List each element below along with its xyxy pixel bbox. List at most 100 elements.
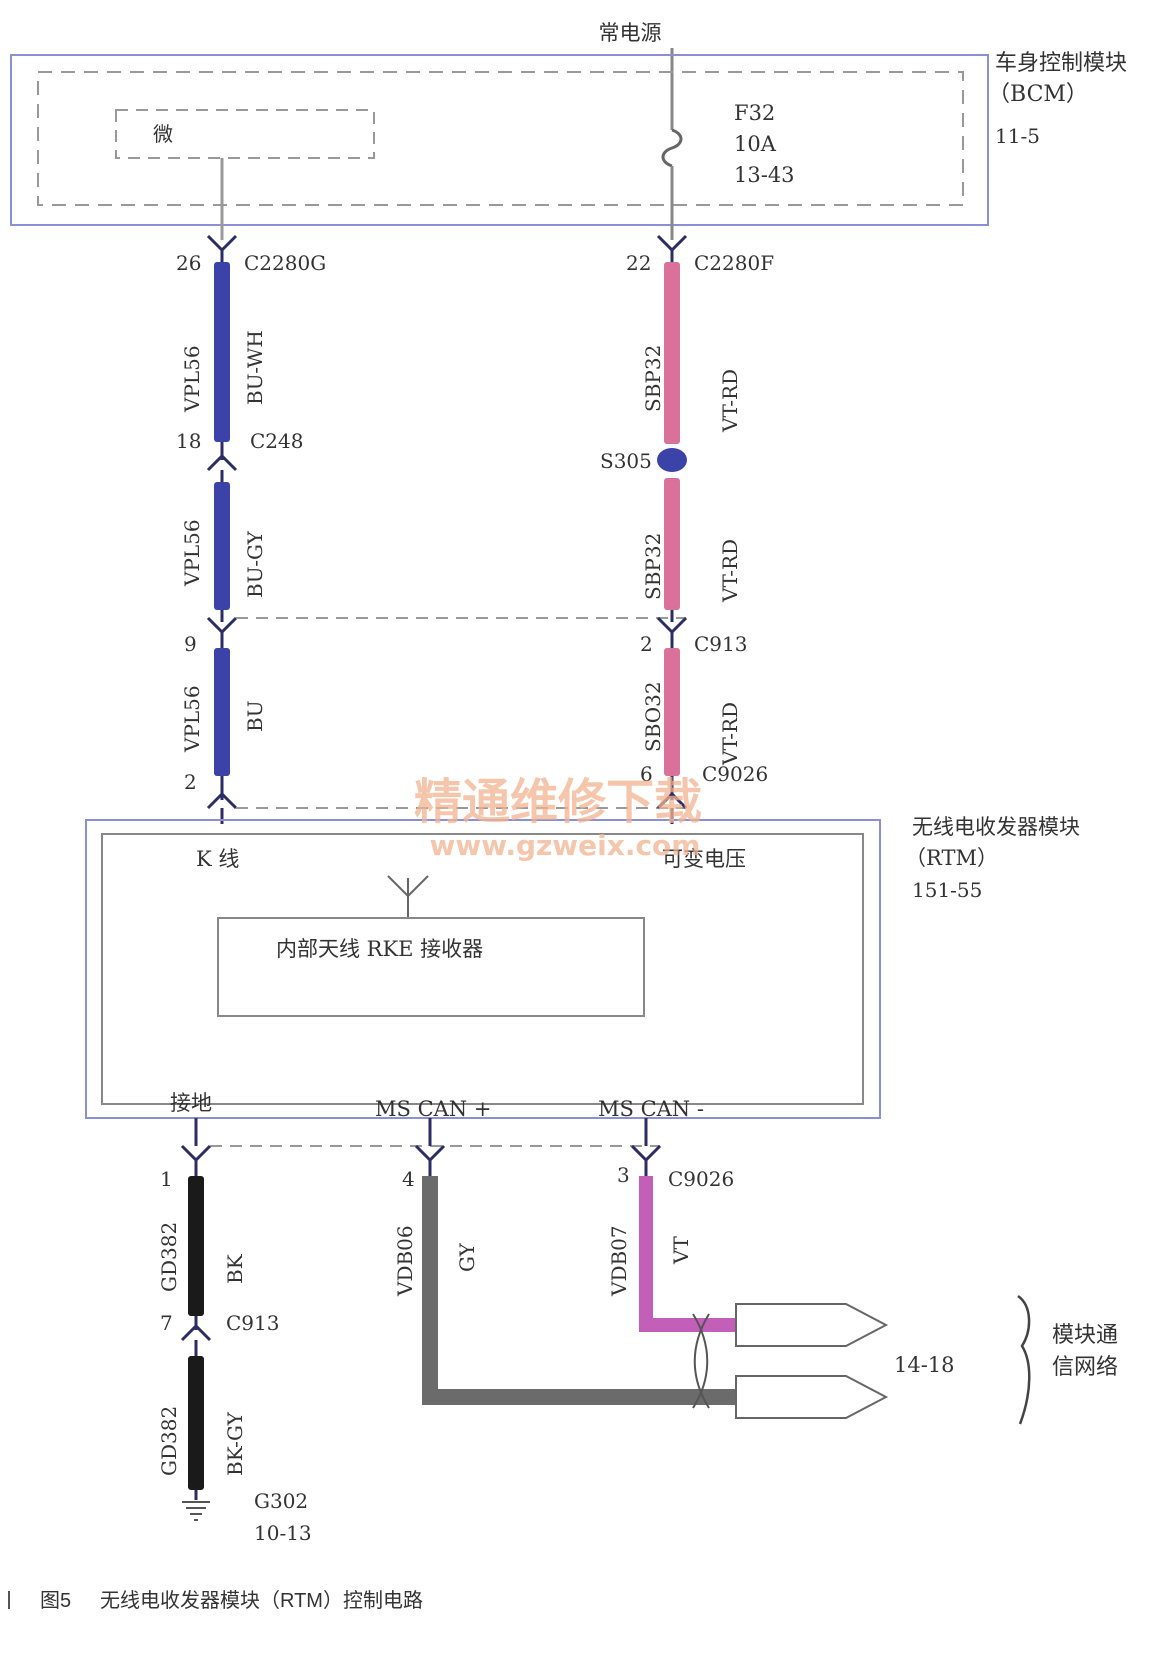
- variable-voltage-label: 可变电压: [662, 847, 746, 871]
- connector-can-minus-icon: [630, 1144, 662, 1163]
- right-color-3: VT-RD: [718, 702, 742, 766]
- left-circuit-3: VPL56: [180, 685, 204, 753]
- right-pin-6: 6: [640, 762, 653, 786]
- wire-vdb06-gy: [422, 1176, 736, 1405]
- left-color-3: BU: [243, 700, 267, 732]
- ground-color-2: BK-GY: [223, 1411, 247, 1476]
- network-ref: 14-18: [894, 1353, 955, 1377]
- ground-id: G302: [254, 1489, 308, 1513]
- rke-receiver-label: 内部天线 RKE 接收器: [276, 937, 483, 961]
- splice-s305-label: S305: [600, 449, 652, 473]
- wire-sbp32-vt-rd-2: [664, 478, 680, 610]
- rtm-abbr: （RTM）: [905, 846, 998, 870]
- wire-gd382-bk: [188, 1176, 204, 1316]
- ms-can-minus-label: MS CAN -: [598, 1097, 704, 1121]
- ground-ref: 10-13: [254, 1521, 312, 1545]
- bcm-microcontroller-box: [115, 109, 375, 159]
- connector-c9026-label: C9026: [702, 762, 768, 786]
- bcm-micro-label: 微: [153, 122, 173, 146]
- left-pin-26: 26: [176, 251, 201, 275]
- twisted-pair-icon: [692, 1313, 710, 1409]
- can-plus-color: GY: [455, 1242, 479, 1272]
- ground-label: 接地: [170, 1091, 212, 1115]
- wire-vpl56-bu-gy: [214, 482, 230, 610]
- ground-circuit-2: GD382: [157, 1406, 181, 1476]
- rtm-module-box: [85, 819, 881, 1119]
- can-minus-wire: [630, 1118, 736, 1332]
- connector-c2280g-label: C2280G: [244, 251, 326, 275]
- can-plus-wire: [414, 1118, 736, 1405]
- left-pin-18: 18: [176, 429, 201, 453]
- can-minus-color: VT: [669, 1236, 693, 1265]
- right-circuit-3: SBO32: [641, 681, 665, 752]
- connector-c913-bottom-icon: [180, 1323, 212, 1342]
- fuse-id: F32: [734, 101, 775, 125]
- rke-receiver-box: [217, 917, 645, 1017]
- left-circuit-2: VPL56: [180, 519, 204, 587]
- splice-s305-icon: [657, 448, 687, 472]
- watermark-cn: 精通维修下载: [414, 774, 702, 830]
- right-pin-22: 22: [626, 251, 651, 275]
- rtm-name: 无线电收发器模块: [912, 815, 1080, 839]
- wire-vpl56-bu: [214, 648, 230, 776]
- antenna-icon: [387, 875, 429, 918]
- connector-c913-bottom-label: C913: [226, 1311, 279, 1335]
- rtm-ref: 151-55: [912, 878, 982, 902]
- connector-ground-icon: [180, 1144, 212, 1163]
- connector-can-plus-icon: [414, 1144, 446, 1163]
- fuse-icon: [661, 128, 683, 168]
- wire-sbo32-vt-rd: [664, 648, 680, 776]
- power-source-label: 常电源: [599, 21, 662, 45]
- network-connector-2-icon: [735, 1375, 889, 1419]
- left-color-2: BU-GY: [243, 530, 267, 598]
- network-label-1: 模块通: [1052, 1323, 1118, 1348]
- fuse-ref: 13-43: [734, 163, 795, 187]
- watermark-url: www.gzweix.com: [430, 829, 701, 862]
- ground-pin-1: 1: [160, 1167, 173, 1191]
- can-minus-pin: 3: [617, 1163, 630, 1187]
- brace-icon: [1017, 1294, 1031, 1425]
- connector-c248-label: C248: [250, 429, 303, 453]
- right-color-2: VT-RD: [718, 539, 742, 603]
- wire-gd382-bk-gy: [188, 1356, 204, 1490]
- rtm-internal-box: [101, 833, 864, 1105]
- bcm-name: 车身控制模块: [995, 51, 1127, 76]
- right-color-1: VT-RD: [718, 369, 742, 433]
- caption-fig: 图5: [40, 1590, 71, 1612]
- ground-pin-7: 7: [160, 1311, 173, 1335]
- ground-color-1: BK: [223, 1253, 247, 1284]
- fuse-rating: 10A: [734, 132, 777, 156]
- can-minus-circuit: VDB07: [607, 1225, 631, 1297]
- right-circuit-1: SBP32: [641, 345, 665, 412]
- wire-sbp32-vt-rd: [664, 262, 680, 444]
- can-plus-circuit: VDB06: [393, 1225, 417, 1297]
- ms-can-plus-label: MS CAN +: [375, 1097, 491, 1121]
- connector-c9026-left-icon: [206, 791, 238, 810]
- right-pin-2: 2: [640, 632, 653, 656]
- bcm-ref: 11-5: [995, 124, 1040, 148]
- connector-c248-icon: [206, 453, 238, 472]
- ground-circuit-1: GD382: [157, 1222, 181, 1292]
- bcm-abbr: （BCM）: [988, 82, 1088, 107]
- ground-wire: [180, 1118, 212, 1500]
- left-color-1: BU-WH: [243, 330, 267, 405]
- caption-text: 无线电收发器模块（RTM）控制电路: [100, 1589, 423, 1612]
- network-connector-1-icon: [735, 1303, 889, 1347]
- k-line-label: K 线: [196, 847, 239, 871]
- bcm-module-box: [10, 54, 989, 226]
- right-circuit-2: SBP32: [641, 533, 665, 600]
- connector-c9026-right-icon: [656, 791, 688, 810]
- ground-symbol-icon: [182, 1501, 210, 1521]
- connector-c2280f-label: C2280F: [694, 251, 774, 275]
- caption-marker: [8, 1591, 10, 1609]
- left-wire: [206, 234, 238, 824]
- right-wire: [656, 234, 688, 824]
- bcm-internal-boundary: [37, 71, 964, 206]
- wire-vpl56-bu-wh: [214, 262, 230, 442]
- left-pin-2: 2: [184, 770, 197, 794]
- left-circuit-1: VPL56: [180, 345, 204, 413]
- network-label-2: 信网络: [1052, 1355, 1118, 1380]
- left-pin-9: 9: [184, 632, 197, 656]
- connector-c9026-bottom-label: C9026: [668, 1167, 734, 1191]
- connector-c913-label: C913: [694, 632, 747, 656]
